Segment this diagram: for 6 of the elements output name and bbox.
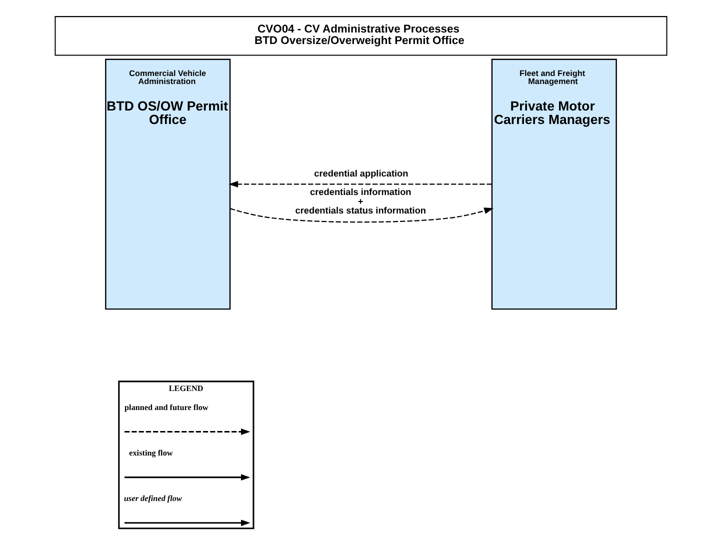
diagram-title: CVO04 - CV Administrative Processes BTD Oversize/Overweight Permit Office — [254, 24, 464, 47]
legend-label: user defined flow — [124, 494, 182, 504]
legend-label: planned and future flow — [124, 402, 208, 412]
edge-label: credential application — [314, 168, 408, 178]
legend-label: existing flow — [128, 448, 172, 458]
edge-label: credentials information + credentials status information — [294, 187, 426, 216]
